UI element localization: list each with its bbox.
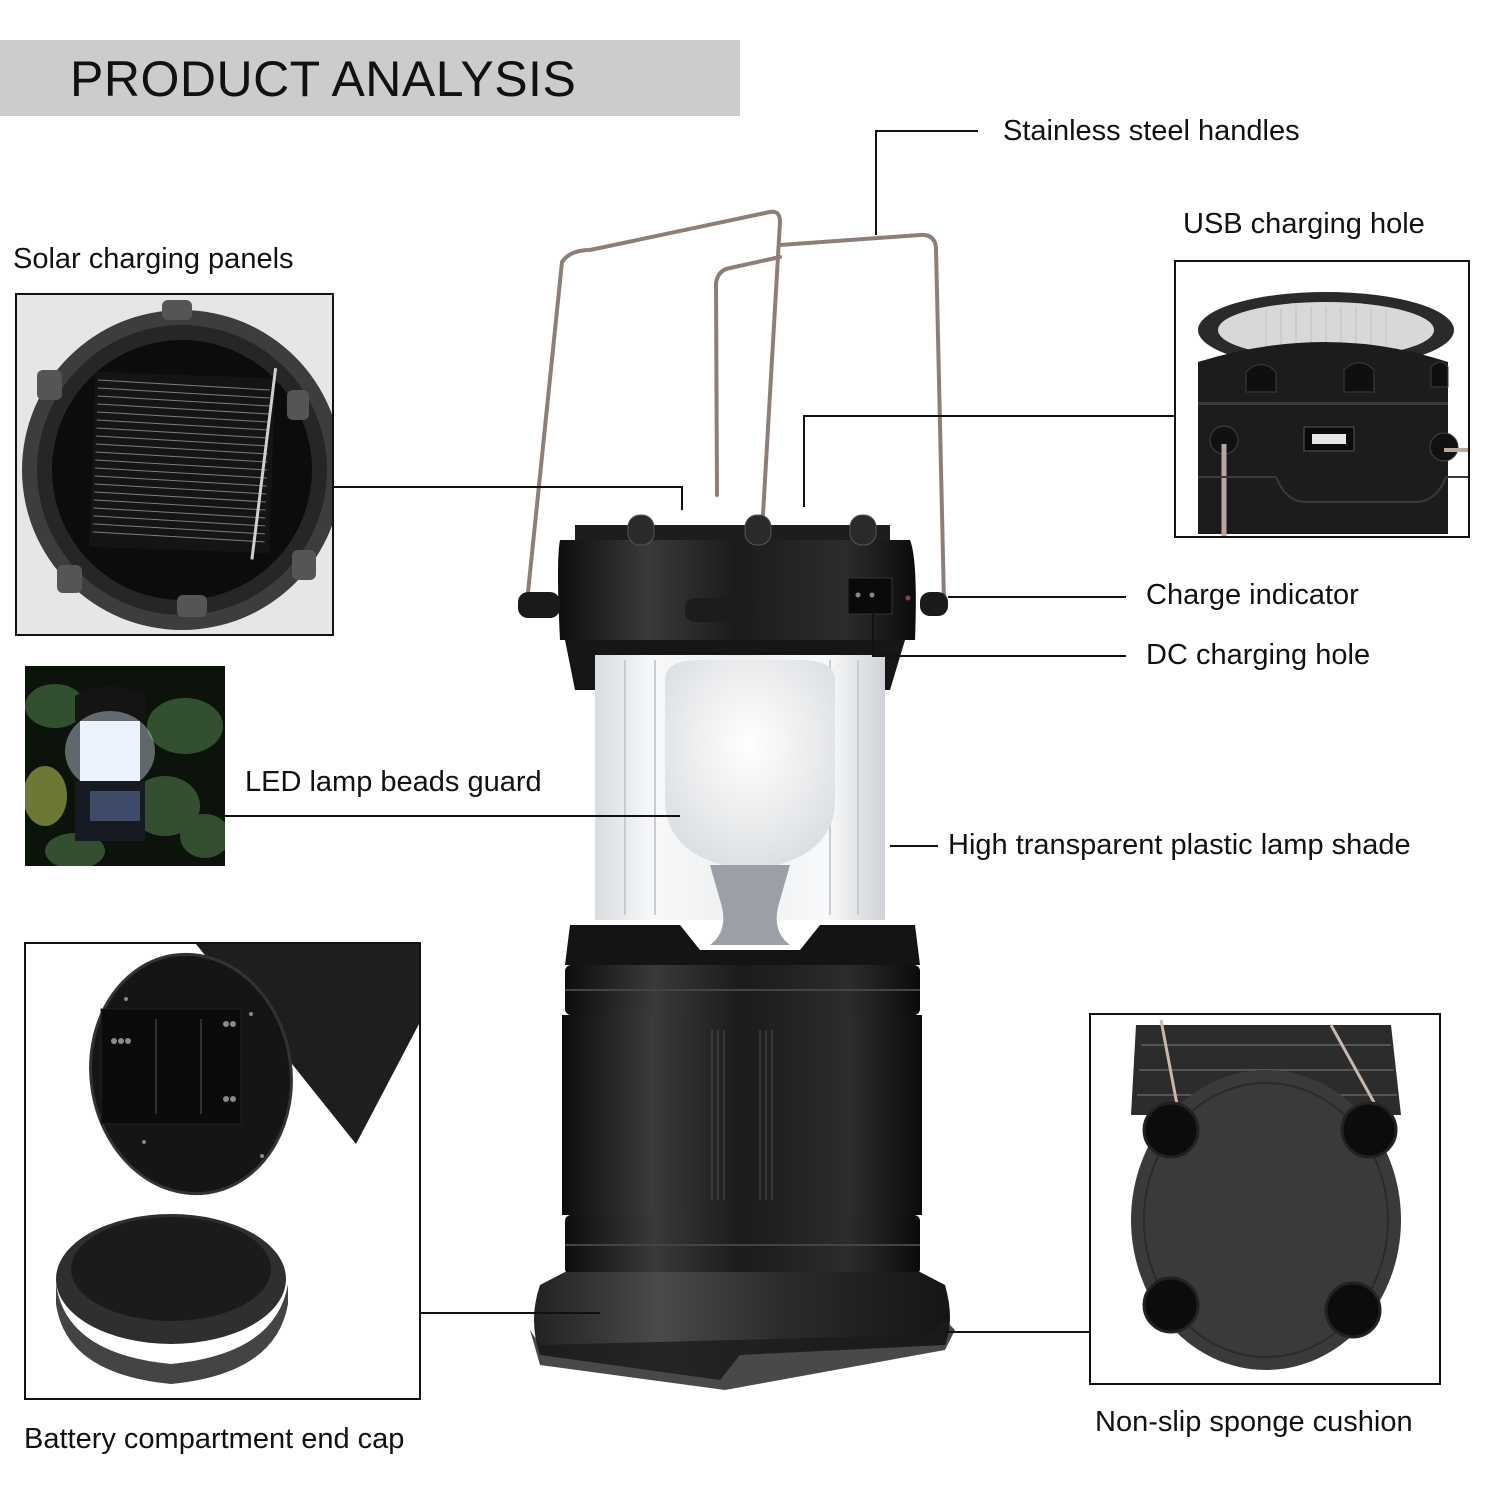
label-usb-charging-hole: USB charging hole [1183, 208, 1425, 240]
title-banner [0, 40, 740, 116]
leader-line-lamp-shade [890, 845, 938, 847]
page-title: PRODUCT ANALYSIS [70, 51, 577, 107]
leader-line-dc-v [872, 612, 874, 657]
inset-base-sponge-feet [1089, 1013, 1441, 1385]
label-led-lamp-beads-guard: LED lamp beads guard [245, 766, 542, 798]
label-battery-compartment-end-cap: Battery compartment end cap [24, 1423, 405, 1455]
inset-battery-compartment [24, 942, 421, 1400]
label-high-transparent-lamp-shade: High transparent plastic lamp shade [948, 829, 1411, 861]
main-lantern-image [500, 200, 960, 1490]
label-charge-indicator: Charge indicator [1146, 579, 1359, 611]
label-dc-charging-hole: DC charging hole [1146, 639, 1371, 671]
label-stainless-steel-handles: Stainless steel handles [1003, 115, 1300, 147]
leader-line-usb-v [803, 415, 805, 507]
leader-line-usb-h [803, 415, 1175, 417]
inset-usb-port [1174, 260, 1470, 538]
inset-solar-panel [15, 293, 334, 636]
leader-line-battery [420, 1312, 600, 1314]
label-non-slip-sponge-cushion: Non-slip sponge cushion [1095, 1406, 1413, 1438]
leader-line-handles-v [875, 130, 877, 235]
leader-line-handles-h [875, 130, 978, 132]
leader-line-charge-indicator [948, 596, 1126, 598]
leader-line-solar-h [333, 486, 683, 488]
leader-line-sponge [945, 1331, 1090, 1333]
leader-line-dc-h [872, 655, 1126, 657]
inset-lantern-at-night [25, 666, 225, 866]
leader-line-solar-v [681, 486, 683, 510]
label-solar-charging-panels: Solar charging panels [13, 243, 294, 275]
leader-line-led-guard [225, 815, 680, 817]
